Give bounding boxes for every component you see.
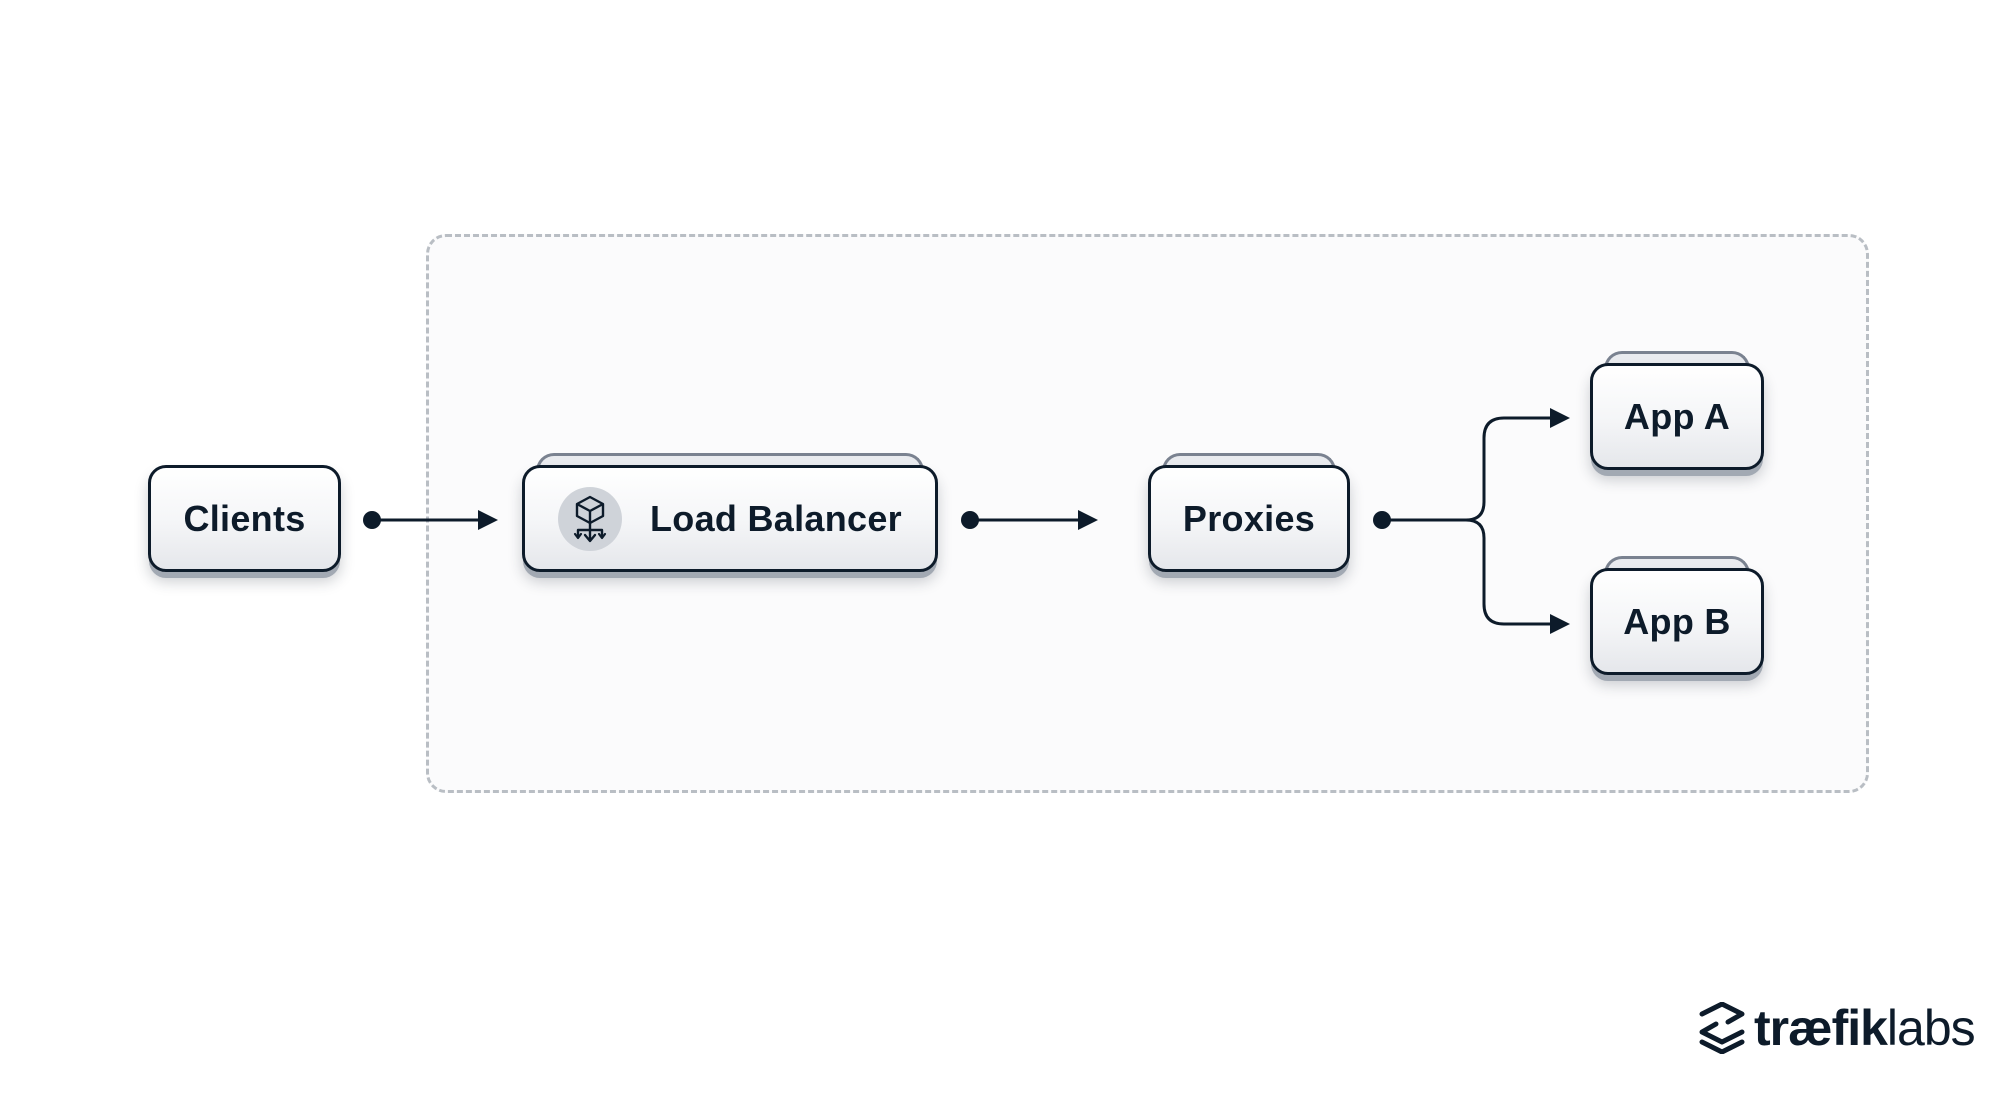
proxies-box: Proxies [1148,465,1350,572]
clients-label: Clients [183,497,306,539]
logo-wordmark-traefik: træfik [1754,1000,1888,1056]
arrow-head [1078,510,1098,530]
edge-load-balancer-to-proxies [961,510,1098,530]
arrow-head [478,510,498,530]
clients-node: Clients [148,465,341,572]
proxies-node: Proxies [1148,453,1350,572]
proxies-label: Proxies [1182,497,1316,539]
app-a-node: App A [1590,351,1764,470]
traefik-logo-icon [1699,1002,1745,1054]
arrow-head [1550,408,1570,428]
edge-branch-app-b [1465,518,1550,626]
app-b-node: App B [1590,556,1764,675]
app-a-label: App A [1623,395,1731,437]
arrow-head [1550,614,1570,634]
load-balancer-icon [558,486,622,551]
clients-box: Clients [148,465,341,572]
edge-clients-to-load-balancer [363,510,498,530]
app-a-box: App A [1590,363,1764,470]
load-balancer-box: Load Balancer [522,465,938,572]
app-b-label: App B [1623,600,1731,642]
load-balancer-label: Load Balancer [650,497,902,539]
logo-wordmark-labs: labs [1886,1000,1976,1056]
app-b-box: App B [1590,568,1764,675]
edge-branch-app-a [1465,416,1550,522]
edge-proxies-to-apps [1373,408,1570,634]
load-balancer-node: Load Balancer [522,453,938,572]
